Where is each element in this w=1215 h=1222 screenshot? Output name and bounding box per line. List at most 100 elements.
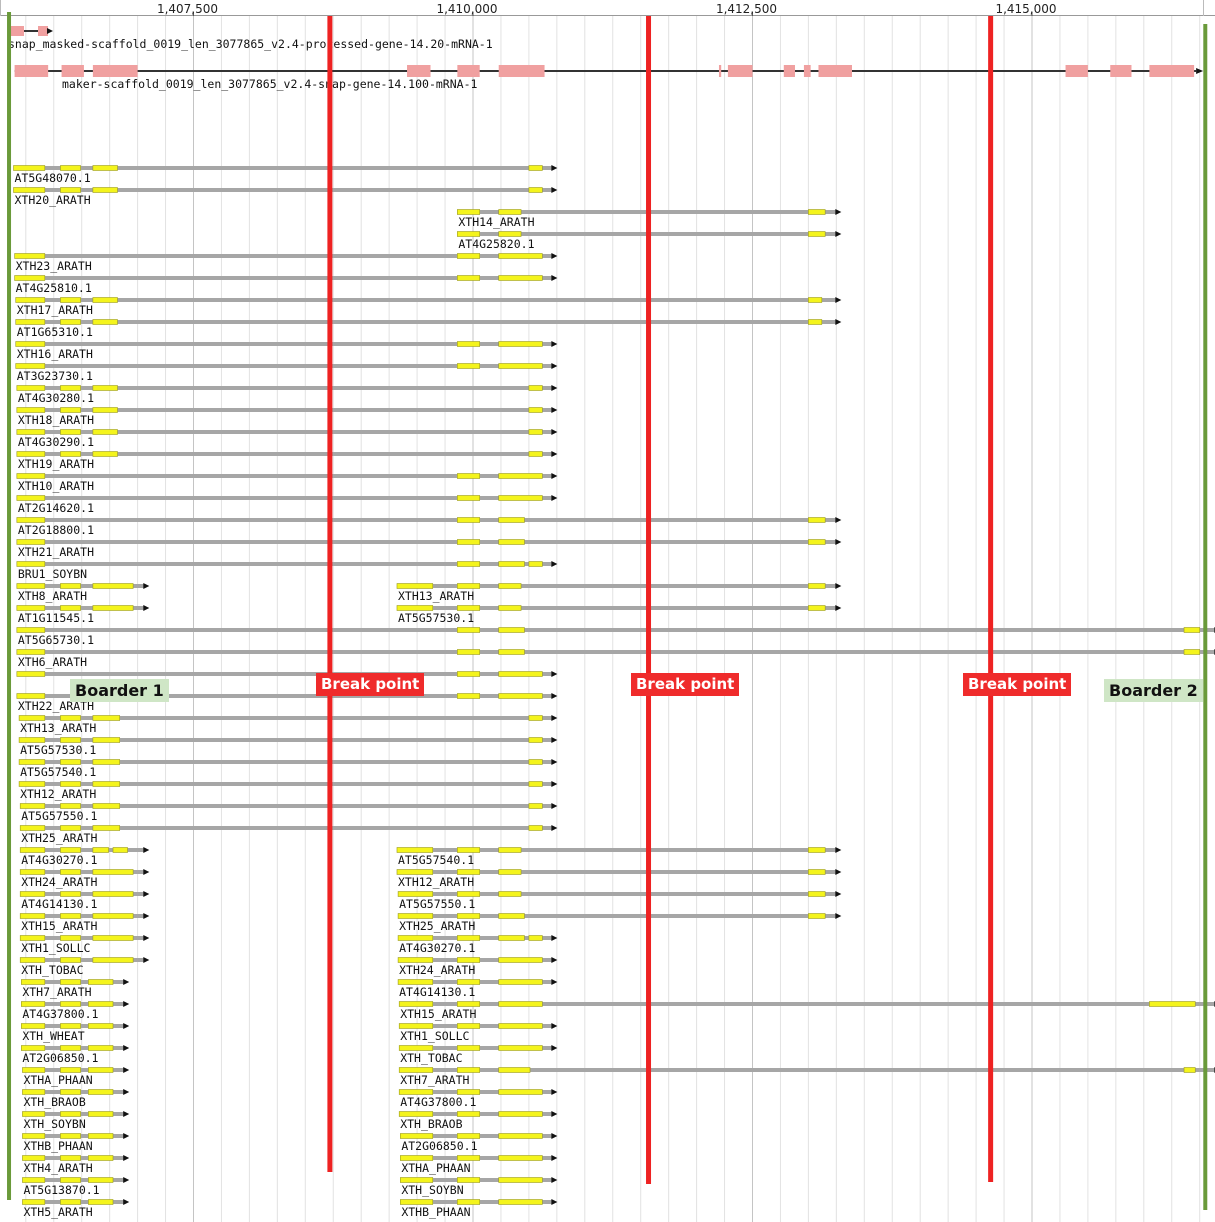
hit-match-block[interactable] [60,451,81,457]
hit-match-block[interactable] [92,297,118,303]
hit-match-block[interactable] [498,605,522,611]
hit-match-block[interactable] [60,1155,81,1161]
hit-match-block[interactable] [60,891,81,897]
hit-match-block[interactable] [1183,1067,1196,1073]
hit-label[interactable]: XTH10_ARATH [18,479,94,493]
hit-match-block[interactable] [457,1177,481,1183]
hit-match-block[interactable] [88,1199,114,1205]
hit-match-block[interactable] [457,979,481,985]
hit-match-block[interactable] [60,1045,81,1051]
hit-label[interactable]: XTH_TOBAC [400,1051,462,1065]
hit-match-block[interactable] [60,979,81,985]
hit-match-block[interactable] [18,737,46,743]
hit-match-block[interactable] [60,429,81,435]
hit-label[interactable]: XTHB_PHAAN [23,1139,92,1153]
hit-label[interactable]: AT4G30290.1 [18,435,94,449]
hit-match-block[interactable] [88,979,114,985]
hit-match-block[interactable] [19,957,46,963]
hit-match-block[interactable] [60,1001,81,1007]
hit-match-block[interactable] [60,605,81,611]
hit-label[interactable]: XTH24_ARATH [399,963,475,977]
gene-track[interactable]: snap_masked-scaffold_0019_len_3077865_v2… [8,26,1204,91]
hit-match-block[interactable] [808,869,826,875]
hit-match-block[interactable] [396,869,434,875]
hit-match-block[interactable] [457,209,481,215]
hit-match-block[interactable] [498,209,522,215]
hit-match-block[interactable] [398,1045,434,1051]
hit-match-block[interactable] [808,583,826,589]
hit-match-block[interactable] [92,187,118,193]
hit-label[interactable]: AT5G57530.1 [20,743,96,757]
hit-match-block[interactable] [457,1111,481,1117]
hit-label[interactable]: XTH12_ARATH [20,787,96,801]
gene-2-exon[interactable] [92,65,138,77]
hit-match-block[interactable] [808,847,826,853]
hit-match-block[interactable] [457,935,481,941]
hit-match-block[interactable] [88,1111,114,1117]
hit-match-block[interactable] [13,165,46,171]
gene-2-exon[interactable] [14,65,49,77]
hit-match-block[interactable] [16,605,46,611]
hit-match-block[interactable] [60,407,81,413]
hit-match-block[interactable] [457,605,481,611]
hit-match-block[interactable] [1183,627,1200,633]
hit-match-block[interactable] [398,1001,434,1007]
hit-match-block[interactable] [498,847,522,853]
hit-match-block[interactable] [528,781,543,787]
hit-match-block[interactable] [397,935,434,941]
hit-label[interactable]: AT5G57550.1 [21,809,97,823]
hit-match-block[interactable] [13,187,46,193]
hit-match-block[interactable] [21,1001,46,1007]
hit-label[interactable]: AT4G25810.1 [16,281,92,295]
hit-match-block[interactable] [528,385,543,391]
hit-label[interactable]: XTH24_ARATH [21,875,97,889]
hit-match-block[interactable] [457,627,481,633]
hit-match-block[interactable] [498,1001,543,1007]
hit-match-block[interactable] [16,495,46,501]
hit-match-block[interactable] [808,517,826,523]
hit-match-block[interactable] [457,583,481,589]
hit-match-block[interactable] [22,1199,46,1205]
hit-match-block[interactable] [457,1133,481,1139]
hit-match-block[interactable] [92,737,121,743]
hit-match-block[interactable] [16,429,46,435]
hit-match-block[interactable] [528,737,543,743]
hit-label[interactable]: XTH4_ARATH [23,1161,92,1175]
hit-label[interactable]: XTH_SOYBN [23,1117,85,1131]
hit-label[interactable]: XTH16_ARATH [17,347,93,361]
hit-label[interactable]: AT1G11545.1 [18,611,94,625]
hit-label[interactable]: AT5G65730.1 [18,633,94,647]
hit-match-block[interactable] [528,935,543,941]
hit-match-block[interactable] [498,363,543,369]
hit-match-block[interactable] [498,1045,543,1051]
hit-match-block[interactable] [398,1067,434,1073]
hit-match-block[interactable] [498,913,525,919]
hit-match-block[interactable] [528,803,543,809]
hit-match-block[interactable] [60,781,81,787]
hit-match-block[interactable] [60,957,81,963]
hit-match-block[interactable] [457,517,481,523]
hit-match-block[interactable] [808,605,826,611]
hit-match-block[interactable] [60,297,81,303]
hit-label[interactable]: XTH25_ARATH [399,919,475,933]
hit-match-block[interactable] [457,1001,481,1007]
hit-label[interactable]: XTHB_PHAAN [401,1205,470,1219]
hit-match-block[interactable] [457,1023,481,1029]
hit-match-block[interactable] [16,693,46,699]
hit-label[interactable]: AT4G37800.1 [400,1095,476,1109]
hit-match-block[interactable] [60,1023,81,1029]
hit-match-block[interactable] [16,649,46,655]
hit-match-block[interactable] [457,869,481,875]
hit-match-block[interactable] [396,847,434,853]
hit-match-block[interactable] [528,429,543,435]
hit-match-block[interactable] [60,187,81,193]
gene-2-exon[interactable] [818,65,853,77]
hit-match-block[interactable] [528,759,543,765]
hit-match-block[interactable] [18,759,46,765]
hit-match-block[interactable] [16,671,46,677]
hit-match-block[interactable] [60,319,81,325]
hit-match-block[interactable] [498,583,522,589]
gene-2-label[interactable]: maker-scaffold_0019_len_3077865_v2.4-sna… [62,77,477,91]
hit-match-block[interactable] [18,715,46,721]
hit-match-block[interactable] [22,1111,46,1117]
